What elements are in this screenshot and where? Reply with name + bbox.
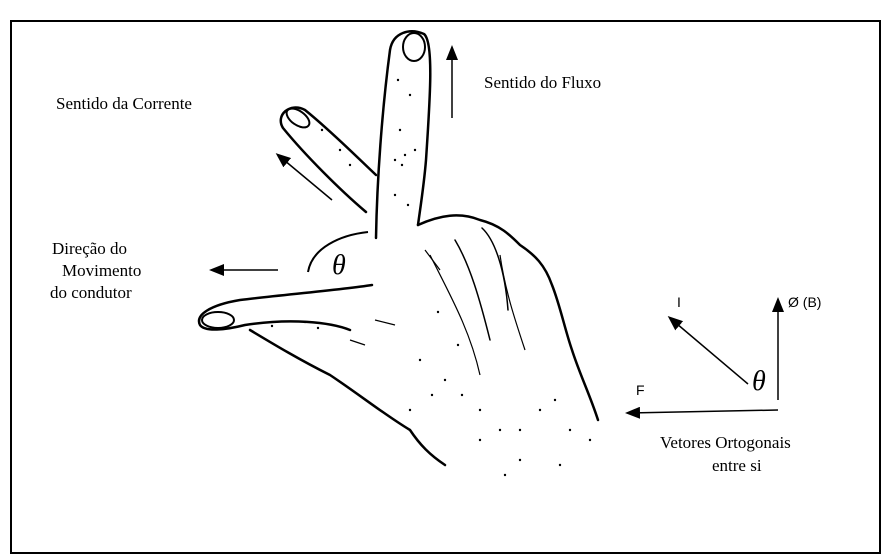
- motion-label-line1: Direção do: [52, 238, 127, 259]
- hand-outline: [199, 31, 598, 465]
- vector-b-label: Ø (B): [788, 294, 821, 310]
- vector-i-arrow: [670, 318, 748, 384]
- theta-hand: θ: [332, 250, 346, 282]
- vector-f-arrow: [628, 410, 778, 413]
- current-direction-label: Sentido da Corrente: [56, 93, 192, 114]
- vector-i-label: I: [677, 294, 681, 310]
- thumb-fingernail: [202, 312, 234, 328]
- index-fingernail: [403, 33, 425, 61]
- stipple-dots: [271, 79, 591, 476]
- motion-label-line3: do condutor: [50, 282, 132, 303]
- flux-direction-label: Sentido do Fluxo: [484, 72, 601, 93]
- motion-label-line2: Movimento: [62, 260, 141, 281]
- current-arrow: [278, 155, 332, 200]
- vector-f-label: F: [636, 382, 645, 398]
- theta-vectors: θ: [752, 366, 766, 398]
- orthogonal-label-line2: entre si: [712, 455, 762, 476]
- orthogonal-label-line1: Vetores Ortogonais: [660, 432, 791, 453]
